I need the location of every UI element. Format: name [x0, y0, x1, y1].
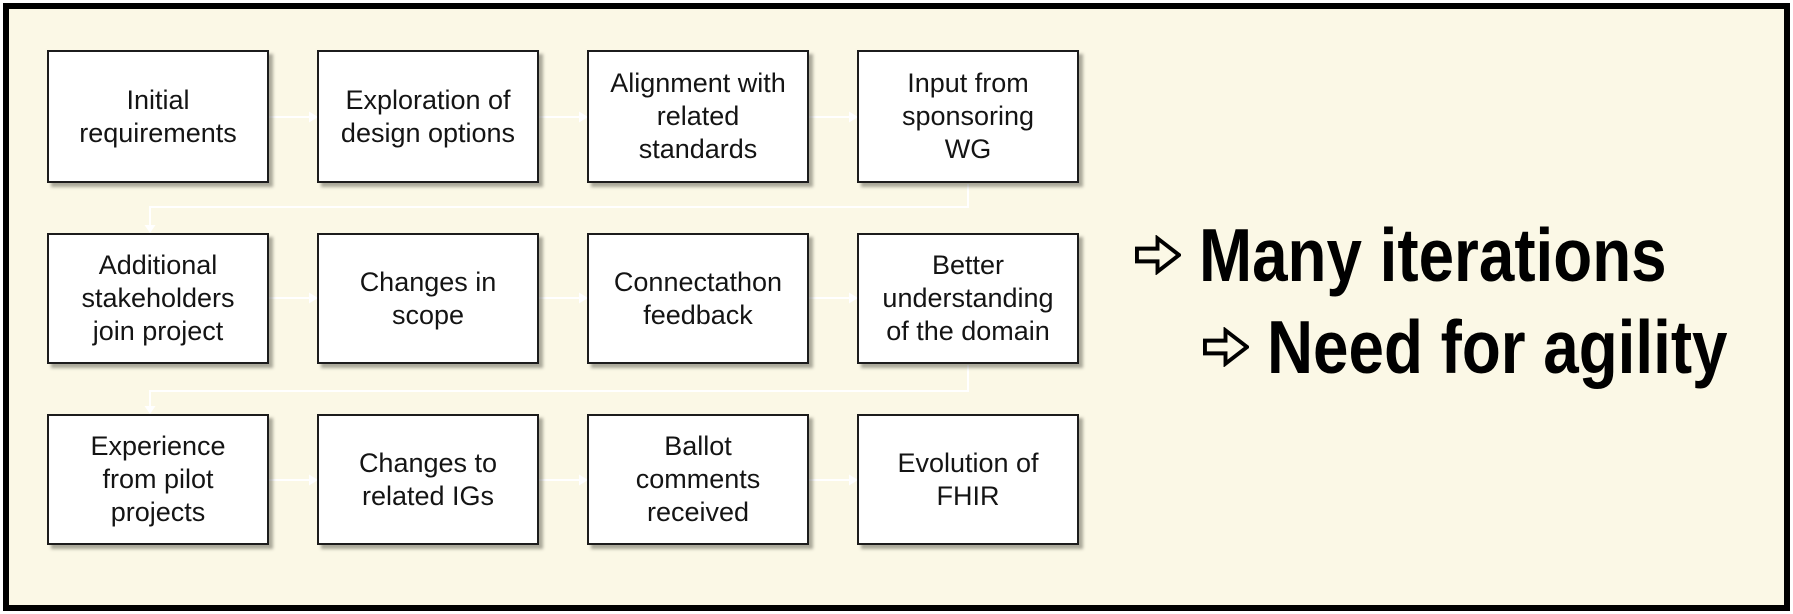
factor-box-label: Ballot comments received [635, 431, 761, 527]
factor-box-experience-pilot-projects: Experience from pilot projects [47, 414, 269, 545]
factor-box-exploration-design-options: Exploration of design options [317, 50, 539, 183]
factor-box-input-sponsoring-wg: Input from sponsoring WG [857, 50, 1079, 183]
factor-box-changes-related-igs: Changes to related IGs [317, 414, 539, 545]
factor-box-label: Connectathon feedback [613, 266, 783, 330]
factor-box-label: Exploration of design options [340, 84, 516, 148]
factor-box-alignment-related-standards: Alignment with related standards [587, 50, 809, 183]
conclusion-need-for-agility: Need for agility [1203, 305, 1793, 389]
factor-box-label: Evolution of FHIR [897, 447, 1039, 511]
factor-box-initial-requirements: Initial requirements [47, 50, 269, 183]
factor-box-additional-stakeholders: Additional stakeholders join project [47, 233, 269, 364]
factor-box-changes-in-scope: Changes in scope [317, 233, 539, 364]
rightwards-outline-arrow-icon [1135, 235, 1181, 275]
factor-grid: Initial requirements Exploration of desi… [47, 50, 1079, 545]
factor-box-ballot-comments-received: Ballot comments received [587, 414, 809, 545]
factor-box-evolution-of-fhir: Evolution of FHIR [857, 414, 1079, 545]
factor-box-label: Input from sponsoring WG [901, 68, 1035, 164]
conclusion-text: Many iterations [1199, 213, 1667, 297]
factor-box-label: Experience from pilot projects [90, 431, 226, 527]
factor-box-connectathon-feedback: Connectathon feedback [587, 233, 809, 364]
factor-box-label: Changes in scope [359, 266, 497, 330]
conclusion-many-iterations: Many iterations [1135, 213, 1749, 297]
factor-box-label: Additional stakeholders join project [81, 250, 235, 346]
factor-box-better-understanding-domain: Better understanding of the domain [857, 233, 1079, 364]
factor-box-label: Better understanding of the domain [882, 250, 1054, 346]
factor-box-label: Initial requirements [79, 84, 237, 148]
factor-box-label: Alignment with related standards [610, 68, 786, 164]
rightwards-outline-arrow-icon [1203, 327, 1249, 367]
conclusion-text: Need for agility [1267, 305, 1728, 389]
factor-box-label: Changes to related IGs [358, 447, 498, 511]
